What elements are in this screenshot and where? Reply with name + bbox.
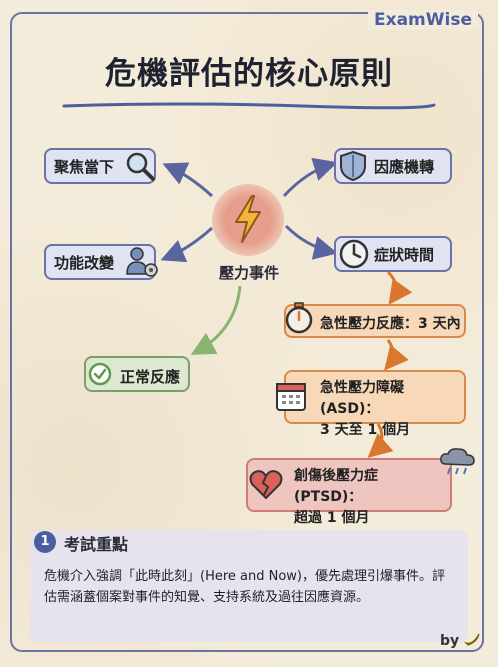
node-acute-reaction: 急性壓力反應：3 天內 xyxy=(284,304,466,338)
key-point-body: 危機介入強調「此時此刻」(Here and Now)，優先處理引爆事件。評估需涵… xyxy=(44,569,446,605)
node-normal-reaction-label: 正常反應 xyxy=(120,368,181,386)
node-ptsd: 創傷後壓力症 (PTSD)： 超過 1 個月 xyxy=(246,458,452,526)
arrow-to-asd xyxy=(384,339,409,371)
node-function-change-label: 功能改變 xyxy=(54,253,115,272)
calendar-icon xyxy=(276,383,306,411)
arrow-to-focus-present xyxy=(162,162,214,198)
shield-icon xyxy=(340,150,366,182)
checkmark-icon xyxy=(88,362,112,386)
page-frame xyxy=(10,12,484,652)
node-symptom-time-label: 症狀時間 xyxy=(374,245,435,264)
key-point-box xyxy=(30,530,468,642)
lightning-icon xyxy=(235,195,261,243)
title-underline xyxy=(62,102,436,110)
stress-event-label: 壓力事件 xyxy=(218,264,279,282)
arrow-to-function-change xyxy=(160,226,214,263)
byline-text: by xyxy=(439,633,460,649)
node-asd: 急性壓力障礙 (ASD)： 3 天至 1 個月 xyxy=(284,370,466,438)
node-focus-present: 聚焦當下 xyxy=(44,148,156,184)
storm-cloud-icon xyxy=(440,448,475,475)
key-point-number: 1 xyxy=(34,531,56,553)
arrow-to-coping-shift xyxy=(282,157,338,198)
arrow-to-ptsd xyxy=(367,423,394,458)
node-asd-line1: 急性壓力障礙 (ASD)： xyxy=(320,380,404,417)
arrow-to-acute xyxy=(386,270,413,305)
node-focus-present-label: 聚焦當下 xyxy=(54,157,115,176)
arrow-to-normal-reaction xyxy=(190,285,242,355)
node-asd-line2: 3 天至 1 個月 xyxy=(320,422,411,438)
magnifier-icon xyxy=(126,152,155,181)
person-gear-icon xyxy=(126,247,158,277)
node-acute-reaction-label: 急性壓力反應：3 天內 xyxy=(320,316,461,332)
page-title: 危機評估的核心原則 xyxy=(105,56,393,92)
node-coping-shift-label: 因應機轉 xyxy=(374,157,435,176)
node-ptsd-line1: 創傷後壓力症 (PTSD)： xyxy=(294,468,378,505)
key-point-title: 考試重點 xyxy=(64,535,129,554)
node-ptsd-line2: 超過 1 個月 xyxy=(294,510,370,526)
stopwatch-icon xyxy=(285,302,313,334)
arrow-to-symptom-time xyxy=(284,224,338,260)
brand-logo: ExamWise xyxy=(368,10,478,30)
byline: by xyxy=(440,631,482,649)
clock-icon xyxy=(339,239,369,269)
banana-icon xyxy=(463,633,480,646)
broken-heart-icon xyxy=(249,470,283,500)
